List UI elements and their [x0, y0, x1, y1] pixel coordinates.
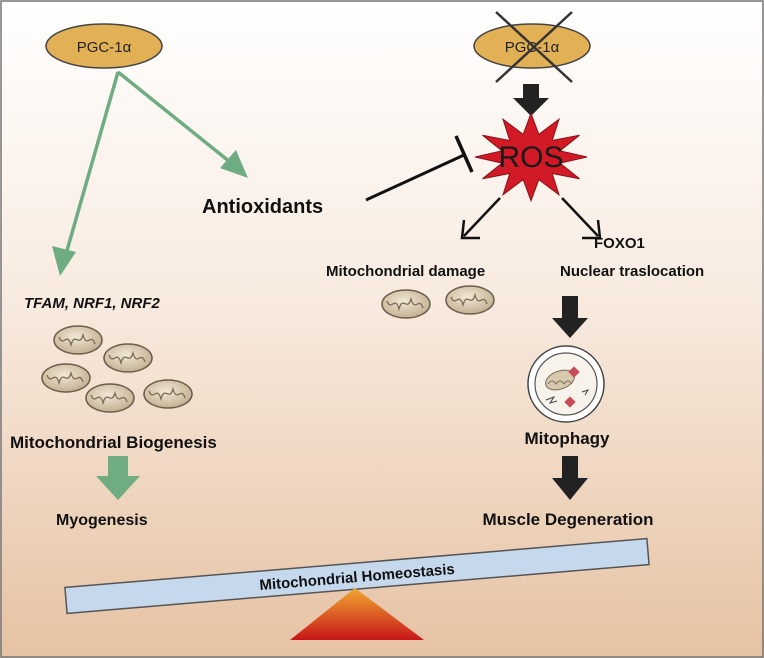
arrow-foxo1-to-mitophagy [552, 296, 588, 338]
genes-label: TFAM, NRF1, NRF2 [24, 295, 160, 312]
arrow-ros-to-foxo1 [561, 197, 602, 240]
mito-damage-label: Mitochondrial damage [326, 263, 485, 280]
mitophagy-label: Mitophagy [525, 429, 611, 448]
antioxidants-label: Antioxidants [202, 196, 323, 218]
ros-burst: ROS [474, 111, 588, 203]
fulcrum [290, 588, 424, 640]
cross-out-icon [495, 11, 573, 83]
arrow-ros-to-damage [460, 197, 501, 240]
myogenesis-label: Myogenesis [56, 512, 148, 529]
foxo1-label: FOXO1 [594, 235, 645, 252]
ros-label: ROS [498, 141, 563, 174]
arrow-pgc-to-ros [513, 84, 549, 116]
pgc1a-node-left: PGC-1α [45, 23, 163, 69]
arrow-pgc-to-antioxidants [116, 70, 248, 178]
mitochondrion-icon [143, 379, 193, 409]
mitochondrion-icon [53, 325, 103, 355]
pgc1a-label-left: PGC-1α [77, 39, 132, 56]
inhibition-antioxidants-ros [365, 135, 474, 202]
mitochondrion-icon [41, 363, 91, 393]
mitochondrion-icon [85, 383, 135, 413]
biogenesis-label: Mitochondrial Biogenesis [10, 433, 217, 452]
arrow-biogenesis-to-myogenesis [96, 456, 140, 500]
muscle-degeneration-label: Muscle Degeneration [483, 510, 654, 529]
nuclear-translocation-label: Nuclear traslocation [560, 263, 704, 280]
arrow-mitophagy-to-degeneration [552, 456, 588, 500]
mitochondrion-icon [103, 343, 153, 373]
arrow-pgc-to-genes [52, 71, 120, 276]
mitochondrion-icon [445, 285, 495, 315]
autophagosome-icon [527, 345, 605, 423]
mitochondrion-icon [381, 289, 431, 319]
